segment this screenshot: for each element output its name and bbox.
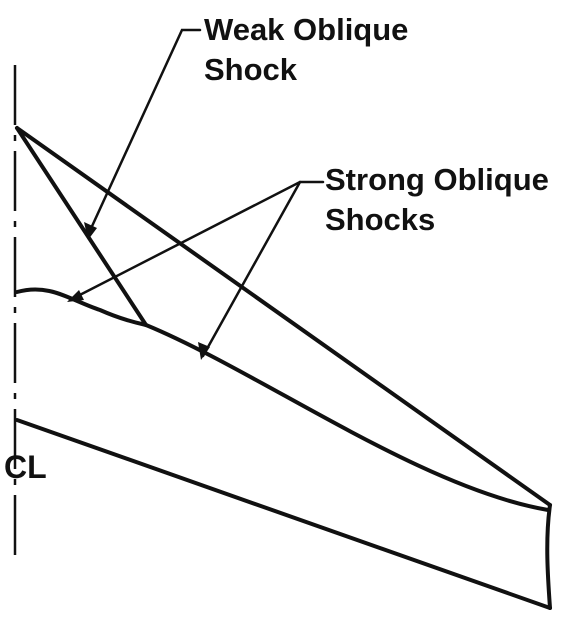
centerline-symbol: CL (4, 449, 47, 485)
upper-wall-line (15, 126, 552, 507)
weak-oblique-shock-line (15, 126, 148, 327)
weak-shock-label-line2: Shock (204, 52, 298, 87)
strong-shock-label-line1: Strong Oblique (325, 162, 549, 197)
compression-surface-curve (15, 287, 148, 327)
strong-shock-label-line2: Shocks (325, 202, 435, 237)
weak-shock-leader (84, 28, 202, 240)
weak-shock-label-line1: Weak Oblique (204, 12, 408, 47)
lower-body-line (15, 418, 552, 610)
strong-oblique-shock-curve (144, 323, 550, 512)
strong-shock-leader-2 (198, 180, 302, 360)
right-end-line (545, 503, 552, 610)
centerline-symbol-label: CL (4, 449, 47, 485)
